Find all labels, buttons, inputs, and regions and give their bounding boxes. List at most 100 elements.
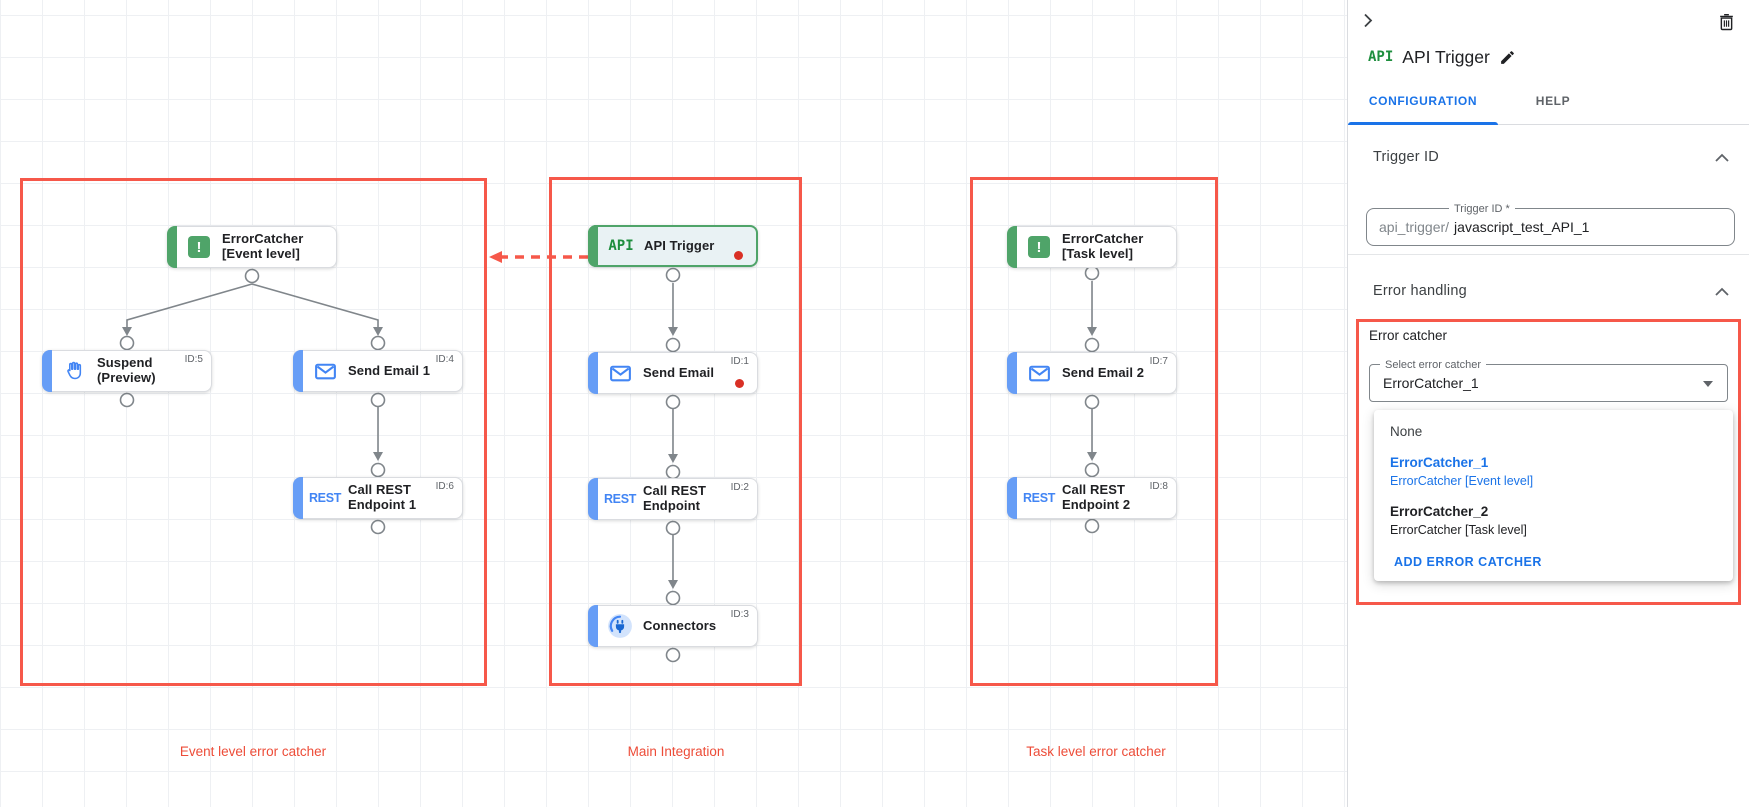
tab-configuration[interactable]: CONFIGURATION [1348, 88, 1498, 125]
select-error-catcher-label: Select error catcher [1380, 359, 1486, 371]
arrowhead [668, 580, 678, 589]
node-accent-bar [588, 605, 598, 647]
trigger-id-field[interactable]: Trigger ID * api_trigger/javascript_test… [1366, 203, 1735, 246]
panel-body: Trigger ID Trigger ID * api_trigger/java… [1348, 149, 1749, 605]
connection-point[interactable] [370, 335, 386, 351]
status-dot [734, 251, 743, 260]
node-send-email-1[interactable]: Send Email 1 ID:4 [293, 350, 463, 392]
node-id-badge: ID:1 [730, 356, 749, 367]
panel-toolbar [1348, 0, 1749, 34]
connection-point[interactable] [1084, 462, 1100, 478]
node-suspend[interactable]: Suspend(Preview)ID:5 [42, 350, 212, 392]
trigger-id-value: api_trigger/javascript_test_API_1 [1367, 209, 1734, 235]
section-divider [1348, 254, 1749, 255]
node-error-catcher-task[interactable]: !ErrorCatcher[Task level] [1007, 226, 1177, 268]
connection-point[interactable] [119, 392, 135, 408]
error-catcher-highlight-box: Error catcher Select error catcher Error… [1356, 319, 1741, 605]
node-error-catcher-event[interactable]: !ErrorCatcher[Event level] [167, 226, 337, 268]
rest-icon: REST [603, 492, 637, 506]
node-accent-bar [588, 225, 598, 267]
node-accent-bar [167, 226, 177, 268]
connection-point[interactable] [370, 519, 386, 535]
connection-point[interactable] [665, 520, 681, 536]
node-send-email-2[interactable]: Send Email 2 ID:7 [1007, 352, 1177, 394]
node-title: Send Email 2 [1062, 364, 1145, 380]
delete-icon[interactable] [1717, 12, 1736, 32]
node-accent-bar [588, 352, 598, 394]
arrowhead [1087, 452, 1097, 461]
error-link-arrowhead [489, 251, 502, 263]
node-id-badge: ID:3 [730, 609, 749, 620]
trigger-id-heading: Trigger ID [1373, 149, 1439, 165]
menu-item-errorcatcher-1[interactable]: ErrorCatcher_1 ErrorCatcher [Event level… [1390, 455, 1534, 488]
arrowhead [1087, 327, 1097, 336]
node-api-trigger[interactable]: API API Trigger [588, 225, 758, 267]
connection-point[interactable] [665, 464, 681, 480]
collapse-panel-icon[interactable] [1360, 12, 1376, 29]
email-icon [605, 361, 635, 386]
connection-point[interactable] [370, 392, 386, 408]
chevron-up-icon[interactable] [1715, 153, 1729, 162]
dropdown-caret-icon [1703, 381, 1713, 387]
node-id-badge: ID:2 [730, 482, 749, 493]
error-handling-heading: Error handling [1373, 283, 1467, 299]
node-accent-bar [1007, 477, 1017, 519]
email-icon [1024, 361, 1054, 386]
chevron-up-icon[interactable] [1715, 287, 1729, 296]
connection-point[interactable] [1084, 265, 1100, 281]
menu-item-errorcatcher-2[interactable]: ErrorCatcher_2 ErrorCatcher [Task level] [1390, 504, 1527, 537]
node-connectors[interactable]: Connectors ID:3 [588, 605, 758, 647]
email-icon [310, 359, 340, 384]
error-catcher-dropdown-menu: None ErrorCatcher_1 ErrorCatcher [Event … [1374, 410, 1733, 581]
error-handling-section-header: Error handling [1373, 283, 1729, 299]
arrowhead [668, 327, 678, 336]
node-title: API Trigger [644, 237, 715, 253]
connection-point[interactable] [1084, 337, 1100, 353]
connector-icon [605, 613, 635, 639]
config-panel: API API Trigger CONFIGURATION HELP Trigg… [1347, 0, 1749, 807]
connection-point[interactable] [244, 268, 260, 284]
connection-point[interactable] [119, 335, 135, 351]
connection-point[interactable] [370, 462, 386, 478]
connection-point[interactable] [1084, 518, 1100, 534]
trigger-id-section-header: Trigger ID [1373, 149, 1729, 165]
node-title: Connectors [643, 617, 717, 633]
trigger-id-text: javascript_test_API_1 [1454, 219, 1590, 235]
tab-help[interactable]: HELP [1535, 94, 1571, 108]
node-id-badge: ID:4 [435, 354, 454, 365]
node-title: Send Email 1 [348, 362, 431, 378]
arrowhead [122, 327, 132, 336]
node-accent-bar [293, 350, 303, 392]
select-error-catcher[interactable]: Select error catcher ErrorCatcher_1 [1369, 359, 1728, 402]
node-title: ErrorCatcher[Event level] [222, 231, 304, 261]
api-icon: API [608, 238, 634, 254]
menu-item-none[interactable]: None [1390, 424, 1423, 439]
edit-pencil-icon[interactable] [1499, 49, 1516, 66]
rest-icon: REST [308, 491, 342, 505]
add-error-catcher-button[interactable]: ADD ERROR CATCHER [1394, 555, 1542, 569]
trigger-id-field-label: Trigger ID * [1449, 203, 1515, 215]
select-error-catcher-value: ErrorCatcher_1 [1383, 375, 1479, 391]
connection-point[interactable] [1084, 394, 1100, 410]
connection-point[interactable] [665, 590, 681, 606]
error-icon: ! [1024, 236, 1054, 258]
connection-point[interactable] [665, 337, 681, 353]
workflow-canvas[interactable]: !ErrorCatcher[Event level]Suspend(Previe… [0, 0, 1347, 807]
error-catcher-label: Error catcher [1369, 328, 1448, 343]
group-label-main: Main Integration [627, 744, 725, 759]
node-accent-bar [42, 350, 52, 392]
status-dot [735, 379, 744, 388]
connection-point[interactable] [665, 267, 681, 283]
connection-point[interactable] [665, 394, 681, 410]
node-accent-bar [1007, 226, 1017, 268]
connection-point[interactable] [665, 647, 681, 663]
arrowhead [668, 454, 678, 463]
node-id-badge: ID:8 [1149, 481, 1168, 492]
node-id-badge: ID:7 [1149, 356, 1168, 367]
